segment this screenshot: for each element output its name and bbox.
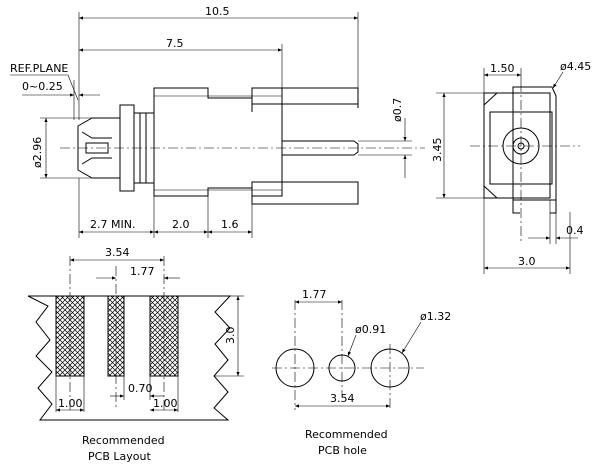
end-height-label: 3.45 [431, 138, 444, 163]
pcb-hole: 1.77 ø0.91 ø1.32 3.54 Recommended PCB ho… [272, 288, 451, 457]
pcb-layout: 3.54 1.77 3.0 0.70 1.00 1.00 Recommended… [27, 246, 244, 463]
pcb-layout-caption-1: Recommended [82, 434, 165, 447]
hole-pitch-total-label: 3.54 [330, 392, 355, 405]
ground-leg-bottom [251, 181, 359, 205]
end-view: 1.50 ø4.45 3.45 0.4 3.0 [431, 60, 591, 274]
pcb-pad-height-label: 3.0 [224, 327, 237, 345]
pcb-layout-caption-2: PCB Layout [88, 450, 151, 463]
pcb-board-outline [27, 295, 232, 421]
ref-offset-label: 0~0.25 [22, 80, 63, 93]
center-pin [282, 140, 359, 156]
end-width-top-label: 1.50 [490, 62, 515, 75]
end-view-body [483, 92, 551, 199]
dim-a-label: 2.0 [172, 218, 190, 231]
ref-plane-label: REF.PLANE [10, 62, 68, 75]
plug-dia-label: ø2.96 [31, 137, 44, 168]
dim-body-label: 7.5 [166, 37, 184, 50]
dim-b-label: 1.6 [221, 218, 239, 231]
ground-leg-top [251, 87, 359, 105]
plug-contact [85, 142, 109, 154]
side-view: 10.5 7.5 REF.PLANE 0~0.25 ø2.96 ø0.7 [10, 5, 425, 238]
hole-small-dia-label: ø0.91 [355, 323, 386, 336]
dim-total-label: 10.5 [205, 5, 230, 18]
hole-large-dia-label: ø1.32 [420, 310, 451, 323]
pcb-pitch-total-label: 3.54 [105, 246, 130, 259]
outer-dia-label: ø4.45 [560, 60, 591, 73]
pcb-pad-width-right-label: 1.00 [153, 397, 178, 410]
dim-min-label: 2.7 MIN. [90, 218, 135, 231]
pcb-pitch-half-label: 1.77 [130, 265, 155, 278]
end-offset-label: 0.4 [566, 224, 584, 237]
plug-contact-lines [81, 131, 112, 165]
pcb-hole-caption-1: Recommended [305, 428, 388, 441]
pcb-gap-label: 0.70 [128, 382, 153, 395]
hole-pitch-half-label: 1.77 [302, 288, 327, 301]
end-view-outer [512, 86, 557, 201]
pcb-hole-caption-2: PCB hole [318, 444, 367, 457]
pin-dia-label: ø0.7 [391, 98, 404, 122]
pcb-pad-width-left-label: 1.00 [58, 397, 83, 410]
end-width-label: 3.0 [518, 255, 536, 268]
